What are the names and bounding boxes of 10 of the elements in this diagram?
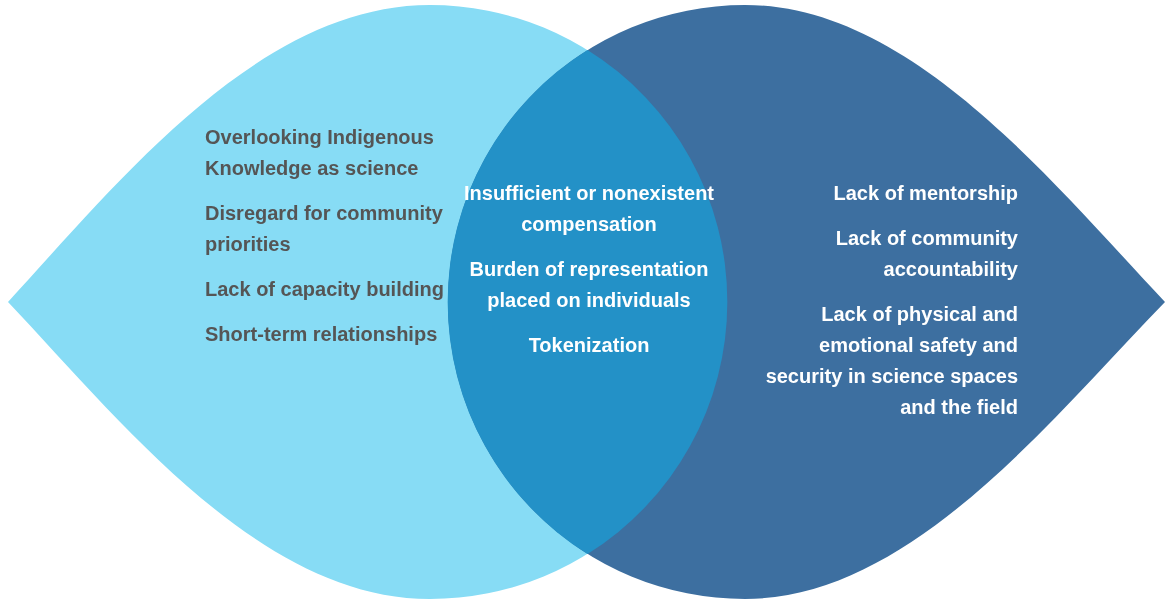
venn-item-text: Insufficient or nonexistent compensation <box>463 181 715 237</box>
venn-item-text: Lack of physical and emotional safety and security in science spaces and the field <box>764 302 1018 420</box>
venn-item-text: Short-term relationships <box>205 322 439 347</box>
venn-item-text: Disregard for community priorities <box>205 201 444 257</box>
venn-item-text: Lack of community accountability <box>834 226 1018 282</box>
venn-item-text: Lack of capacity building <box>205 277 445 302</box>
venn-item-text: Burden of representation placed on individuals <box>468 257 710 313</box>
venn-item-text: Tokenization <box>527 333 651 358</box>
venn-item-text: Overlooking Indigenous Knowledge as science <box>205 125 435 181</box>
venn-item-text: Lack of mentorship <box>832 181 1018 206</box>
